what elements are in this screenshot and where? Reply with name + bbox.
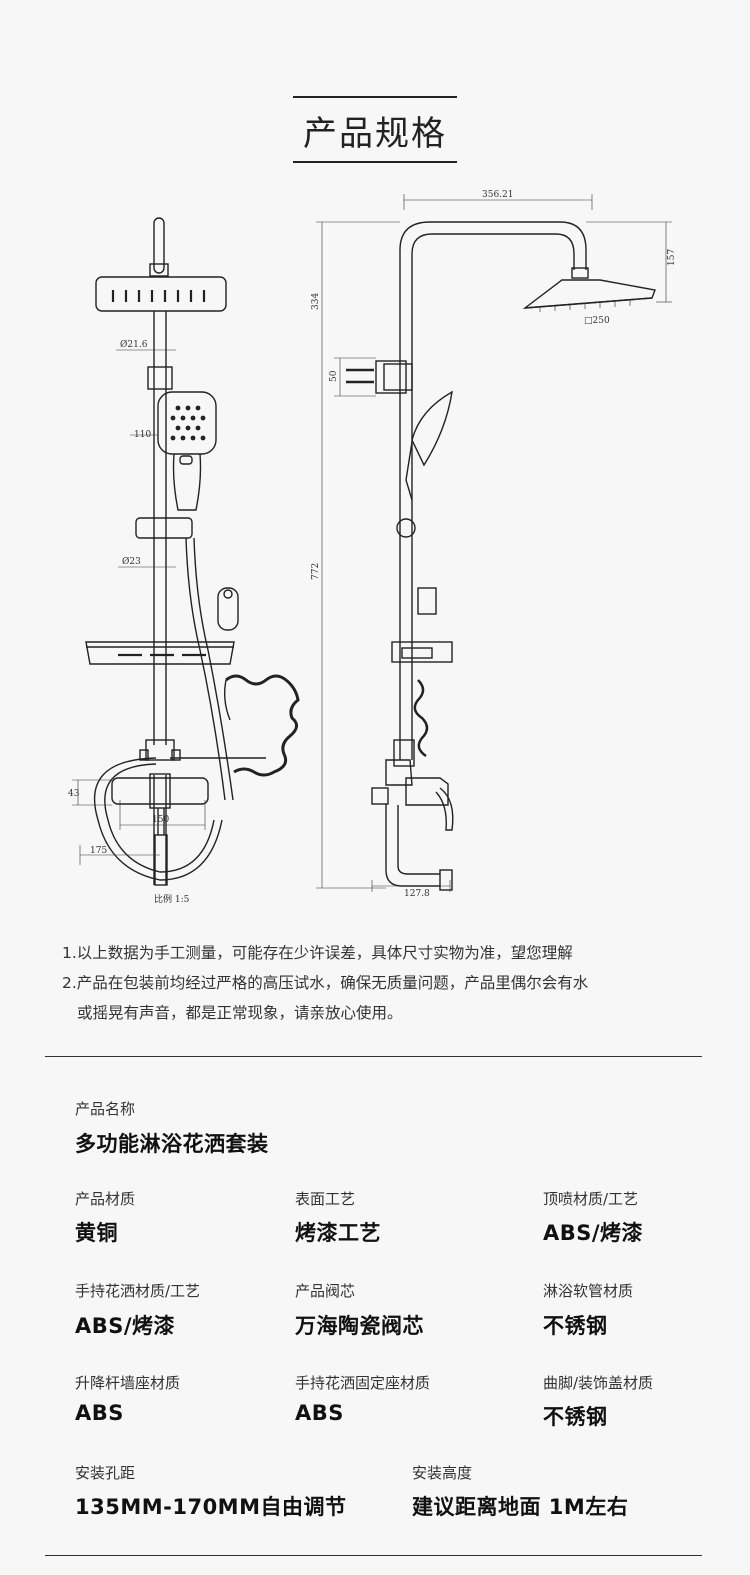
- spec-value: ABS/烤漆: [543, 1221, 644, 1245]
- spec-value: 烤漆工艺: [295, 1221, 381, 1245]
- spec-value: 万海陶瓷阀芯: [295, 1314, 424, 1338]
- spec-label: 手持花洒固定座材质: [295, 1374, 431, 1392]
- note-1: 1.以上数据为手工测量，可能存在少许误差，具体尺寸实物为准，望您理解: [62, 944, 573, 962]
- spec-value: ABS: [295, 1401, 344, 1425]
- spec-label: 产品材质: [75, 1190, 136, 1208]
- spec-value: 黄铜: [75, 1221, 118, 1245]
- dim-diameter-23: Ø23: [122, 556, 141, 567]
- dim-772: 772: [311, 563, 321, 580]
- note-2-continued: 或摇晃有声音，都是正常现象，请亲放心使用。: [77, 1004, 403, 1022]
- spec-value: ABS/烤漆: [75, 1314, 176, 1338]
- dim-square-250: □250: [584, 316, 610, 326]
- page-title: 产品规格: [293, 96, 457, 163]
- spec-label: 手持花洒材质/工艺: [75, 1282, 201, 1300]
- spec-label-product-name: 产品名称: [75, 1100, 136, 1118]
- spec-label: 安装孔距: [75, 1464, 136, 1482]
- spec-label: 安装高度: [412, 1464, 473, 1482]
- spec-value: 135MM-170MM自由调节: [75, 1495, 347, 1519]
- dim-43: 43: [68, 789, 80, 799]
- front-view: [72, 217, 300, 886]
- dim-356-21: 356.21: [482, 190, 514, 200]
- spec-value: ABS: [75, 1401, 124, 1425]
- spec-value: 建议距离地面 1M左右: [412, 1495, 629, 1519]
- scale-label: 比例 1:5: [154, 893, 190, 905]
- side-view: [316, 194, 672, 892]
- dim-50: 50: [329, 370, 339, 382]
- spec-label: 产品阀芯: [295, 1282, 356, 1300]
- dim-127-8: 127.8: [404, 889, 430, 899]
- note-2: 2.产品在包装前均经过严格的高压试水，确保无质量问题，产品里偶尔会有水: [62, 974, 589, 992]
- divider-bottom: [45, 1555, 702, 1556]
- technical-drawing: Ø21.6 110 Ø23 43 150 175 比例 1:5 356.21 1…: [0, 180, 750, 920]
- spec-value: 不锈钢: [543, 1405, 608, 1429]
- spec-value: 不锈钢: [543, 1314, 608, 1338]
- dim-150: 150: [152, 815, 169, 825]
- dim-157: 157: [667, 249, 677, 266]
- spec-value-product-name: 多功能淋浴花洒套装: [75, 1132, 269, 1156]
- spec-label: 顶喷材质/工艺: [543, 1190, 639, 1208]
- spec-label: 淋浴软管材质: [543, 1282, 634, 1300]
- title-area: 产品规格: [0, 96, 750, 163]
- dim-175: 175: [90, 846, 107, 856]
- dim-110: 110: [134, 430, 151, 440]
- spec-label: 表面工艺: [295, 1190, 356, 1208]
- spec-label: 曲脚/装饰盖材质: [543, 1374, 654, 1392]
- notes: 1.以上数据为手工测量，可能存在少许误差，具体尺寸实物为准，望您理解 2.产品在…: [62, 938, 722, 1028]
- divider-top: [45, 1056, 702, 1057]
- spec-label: 升降杆墙座材质: [75, 1374, 181, 1392]
- dim-diameter-21-6: Ø21.6: [120, 339, 148, 350]
- dim-334: 334: [311, 293, 321, 310]
